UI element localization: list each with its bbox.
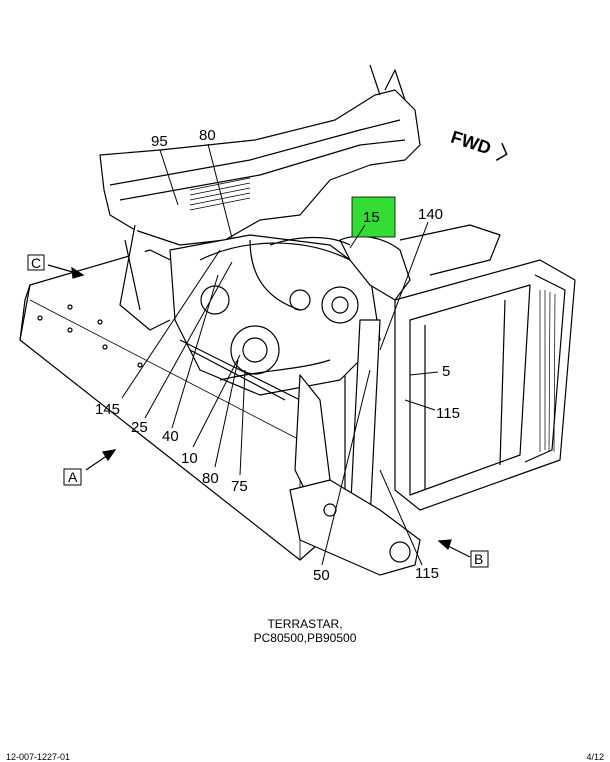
callout-95: 95 [151, 133, 168, 150]
callout-50: 50 [313, 567, 330, 584]
view-label-a-text: A [68, 469, 78, 485]
view-label-c: C [27, 254, 45, 271]
callout-25: 25 [131, 419, 148, 436]
caption: TERRASTAR, PC80500,PB90500 [0, 617, 610, 645]
caption-line-1: TERRASTAR, [267, 617, 343, 631]
caption-line-2: PC80500,PB90500 [253, 631, 357, 645]
callout-75: 75 [231, 478, 248, 495]
callout-15-highlight [351, 196, 396, 238]
view-label-b: B [470, 550, 489, 568]
radiator [394, 259, 576, 511]
callout-115-bottom: 115 [415, 565, 439, 582]
frame-rail-edge [19, 284, 31, 341]
fwd-label: FWD [448, 127, 493, 159]
view-label-c-text: C [31, 255, 41, 271]
callout-5: 5 [442, 363, 450, 380]
drawing-number: 12-007-1227-01 [6, 752, 71, 762]
view-label-b-text: B [474, 551, 483, 567]
callout-80-bottom: 80 [202, 470, 219, 487]
callout-40: 40 [162, 428, 179, 445]
fwd-arrow-icon [495, 142, 508, 161]
leader-lines [121, 143, 439, 566]
lower-bracket [289, 479, 421, 576]
callout-10: 10 [181, 450, 198, 467]
callout-145: 145 [95, 401, 120, 418]
view-arrows [47, 264, 471, 558]
fwd-orientation-marker: FWD [448, 127, 508, 161]
callout-80-top: 80 [199, 127, 216, 144]
callout-15: 15 [363, 209, 380, 226]
air-intake-pipe [339, 235, 411, 301]
engine-illustration [19, 64, 576, 576]
page-indicator: 4/12 [586, 752, 604, 762]
callout-140: 140 [418, 206, 443, 223]
callout-115-right: 115 [436, 405, 460, 422]
view-label-a: A [63, 468, 82, 486]
